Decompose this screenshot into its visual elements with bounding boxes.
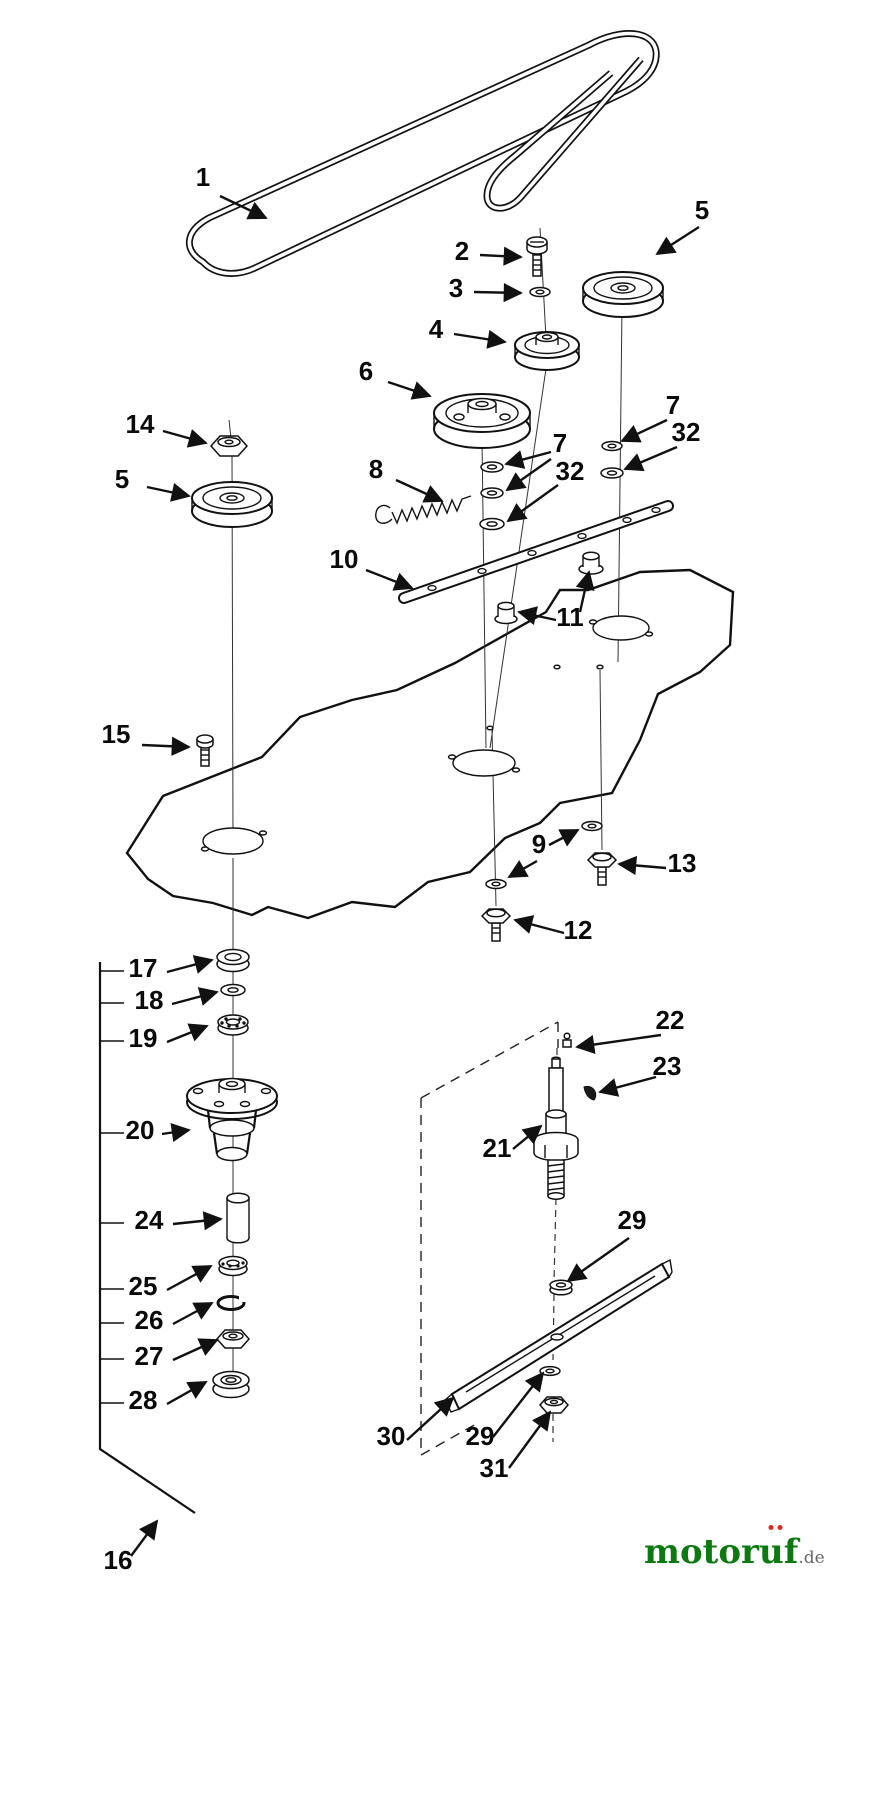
callout-washer-32-center: 32: [556, 456, 585, 486]
bearing-cap-28: [212, 1370, 250, 1399]
bolt-12: [480, 908, 512, 942]
callout-washer-32-right: 32: [672, 417, 701, 447]
callout-washer-7-right: 7: [666, 390, 680, 420]
hex-nut-14: [209, 435, 249, 457]
callout-bolt-15: 15: [102, 719, 131, 749]
watermark-brand-post: f: [783, 1532, 799, 1572]
callout-washer-29-lower: 29: [466, 1421, 495, 1451]
watermark-umlaut-dots-icon: [768, 1525, 774, 1530]
lock-washer-3: [529, 286, 551, 298]
mower-deck-housing: [125, 568, 735, 920]
idler-pulley-5-left: [191, 481, 273, 528]
bolt-15: [196, 734, 214, 767]
callout-brace-10: 10: [330, 544, 359, 574]
deck-spindle-holes: [200, 615, 654, 855]
spindle-housing-20: [186, 1077, 278, 1162]
callout-nut-27: 27: [135, 1341, 164, 1371]
callout-housing-20: 20: [126, 1115, 155, 1145]
hex-nut-27: [215, 1329, 251, 1349]
bolt-13: [586, 852, 618, 886]
ball-bearing-19: [217, 1014, 249, 1036]
watermark-brand-pre: motor: [644, 1532, 759, 1572]
callout-spring-8: 8: [369, 454, 383, 484]
callout-key-23: 23: [653, 1051, 682, 1081]
callout-pulley-5-right: 5: [695, 195, 709, 225]
washer-stack-center: [479, 461, 505, 531]
part-callouts: 1 2 3 4 5 6 14 5 7 32 7 32 8 10 11 15 9 …: [102, 162, 710, 1575]
callout-bolt-2: 2: [455, 236, 469, 266]
idler-pulley-5-right: [582, 271, 664, 318]
callout-washer-29-upper: 29: [618, 1205, 647, 1235]
callout-bearing-25: 25: [129, 1271, 158, 1301]
grouping-bracket: [98, 962, 196, 1514]
washer-stack-right: [600, 440, 624, 479]
idler-brace: [398, 500, 674, 604]
callout-fitting-22: 22: [656, 1005, 685, 1035]
ball-bearing-25: [218, 1255, 248, 1277]
callout-shaft-21: 21: [483, 1133, 512, 1163]
callout-bearing-19: 19: [129, 1023, 158, 1053]
callout-bolt-12: 12: [564, 915, 593, 945]
blade-washer-upper: [549, 1279, 573, 1296]
callout-nut-14: 14: [126, 409, 155, 439]
callout-blade-30: 30: [377, 1421, 406, 1451]
bolt-2: [526, 236, 548, 277]
callout-spacer-11: 11: [556, 602, 584, 632]
spacer-bushing-lower: [494, 601, 518, 625]
callout-pulley-5-left: 5: [115, 464, 129, 494]
spacer-24: [226, 1192, 250, 1244]
woodruff-key-23: [583, 1085, 597, 1101]
callout-bracket-16: 16: [104, 1545, 133, 1575]
bearing-cup-17: [216, 948, 250, 973]
leader-arrows: [130, 194, 700, 1557]
callout-ring-26: 26: [135, 1305, 164, 1335]
callout-cup-17: 17: [129, 953, 158, 983]
washer-18: [220, 983, 246, 997]
spindle-shaft-21: [533, 1056, 579, 1200]
callout-washer-18: 18: [135, 985, 164, 1015]
pulley-6: [433, 393, 531, 449]
callout-cap-28: 28: [129, 1385, 158, 1415]
callout-nut-31: 31: [480, 1453, 509, 1483]
drive-belt: [185, 30, 660, 277]
retaining-ring-26: [216, 1294, 249, 1311]
washer-9-center: [485, 878, 507, 890]
callout-spacer-24: 24: [135, 1205, 164, 1235]
pulley-4: [514, 331, 580, 371]
callout-belt-1: 1: [196, 162, 210, 192]
watermark-brand-u: u: [759, 1525, 784, 1572]
blade-washer-lower: [539, 1365, 561, 1377]
callout-washer-9: 9: [532, 829, 546, 859]
washer-9-right: [581, 820, 603, 832]
callout-pulley-4: 4: [429, 314, 444, 344]
watermark-suffix: .de: [798, 1548, 825, 1568]
callout-washer-3: 3: [449, 273, 463, 303]
blade-nut-31: [539, 1396, 569, 1414]
grease-fitting-22: [562, 1032, 572, 1048]
callout-washer-7-center: 7: [553, 428, 567, 458]
spacer-bushing-upper: [578, 551, 604, 575]
mower-blade-30: [444, 1258, 673, 1413]
extension-spring: [375, 495, 472, 525]
callout-pulley-6: 6: [359, 356, 373, 386]
callout-bolt-13: 13: [668, 848, 697, 878]
assembly-boundary-dashed: [420, 1021, 559, 1456]
